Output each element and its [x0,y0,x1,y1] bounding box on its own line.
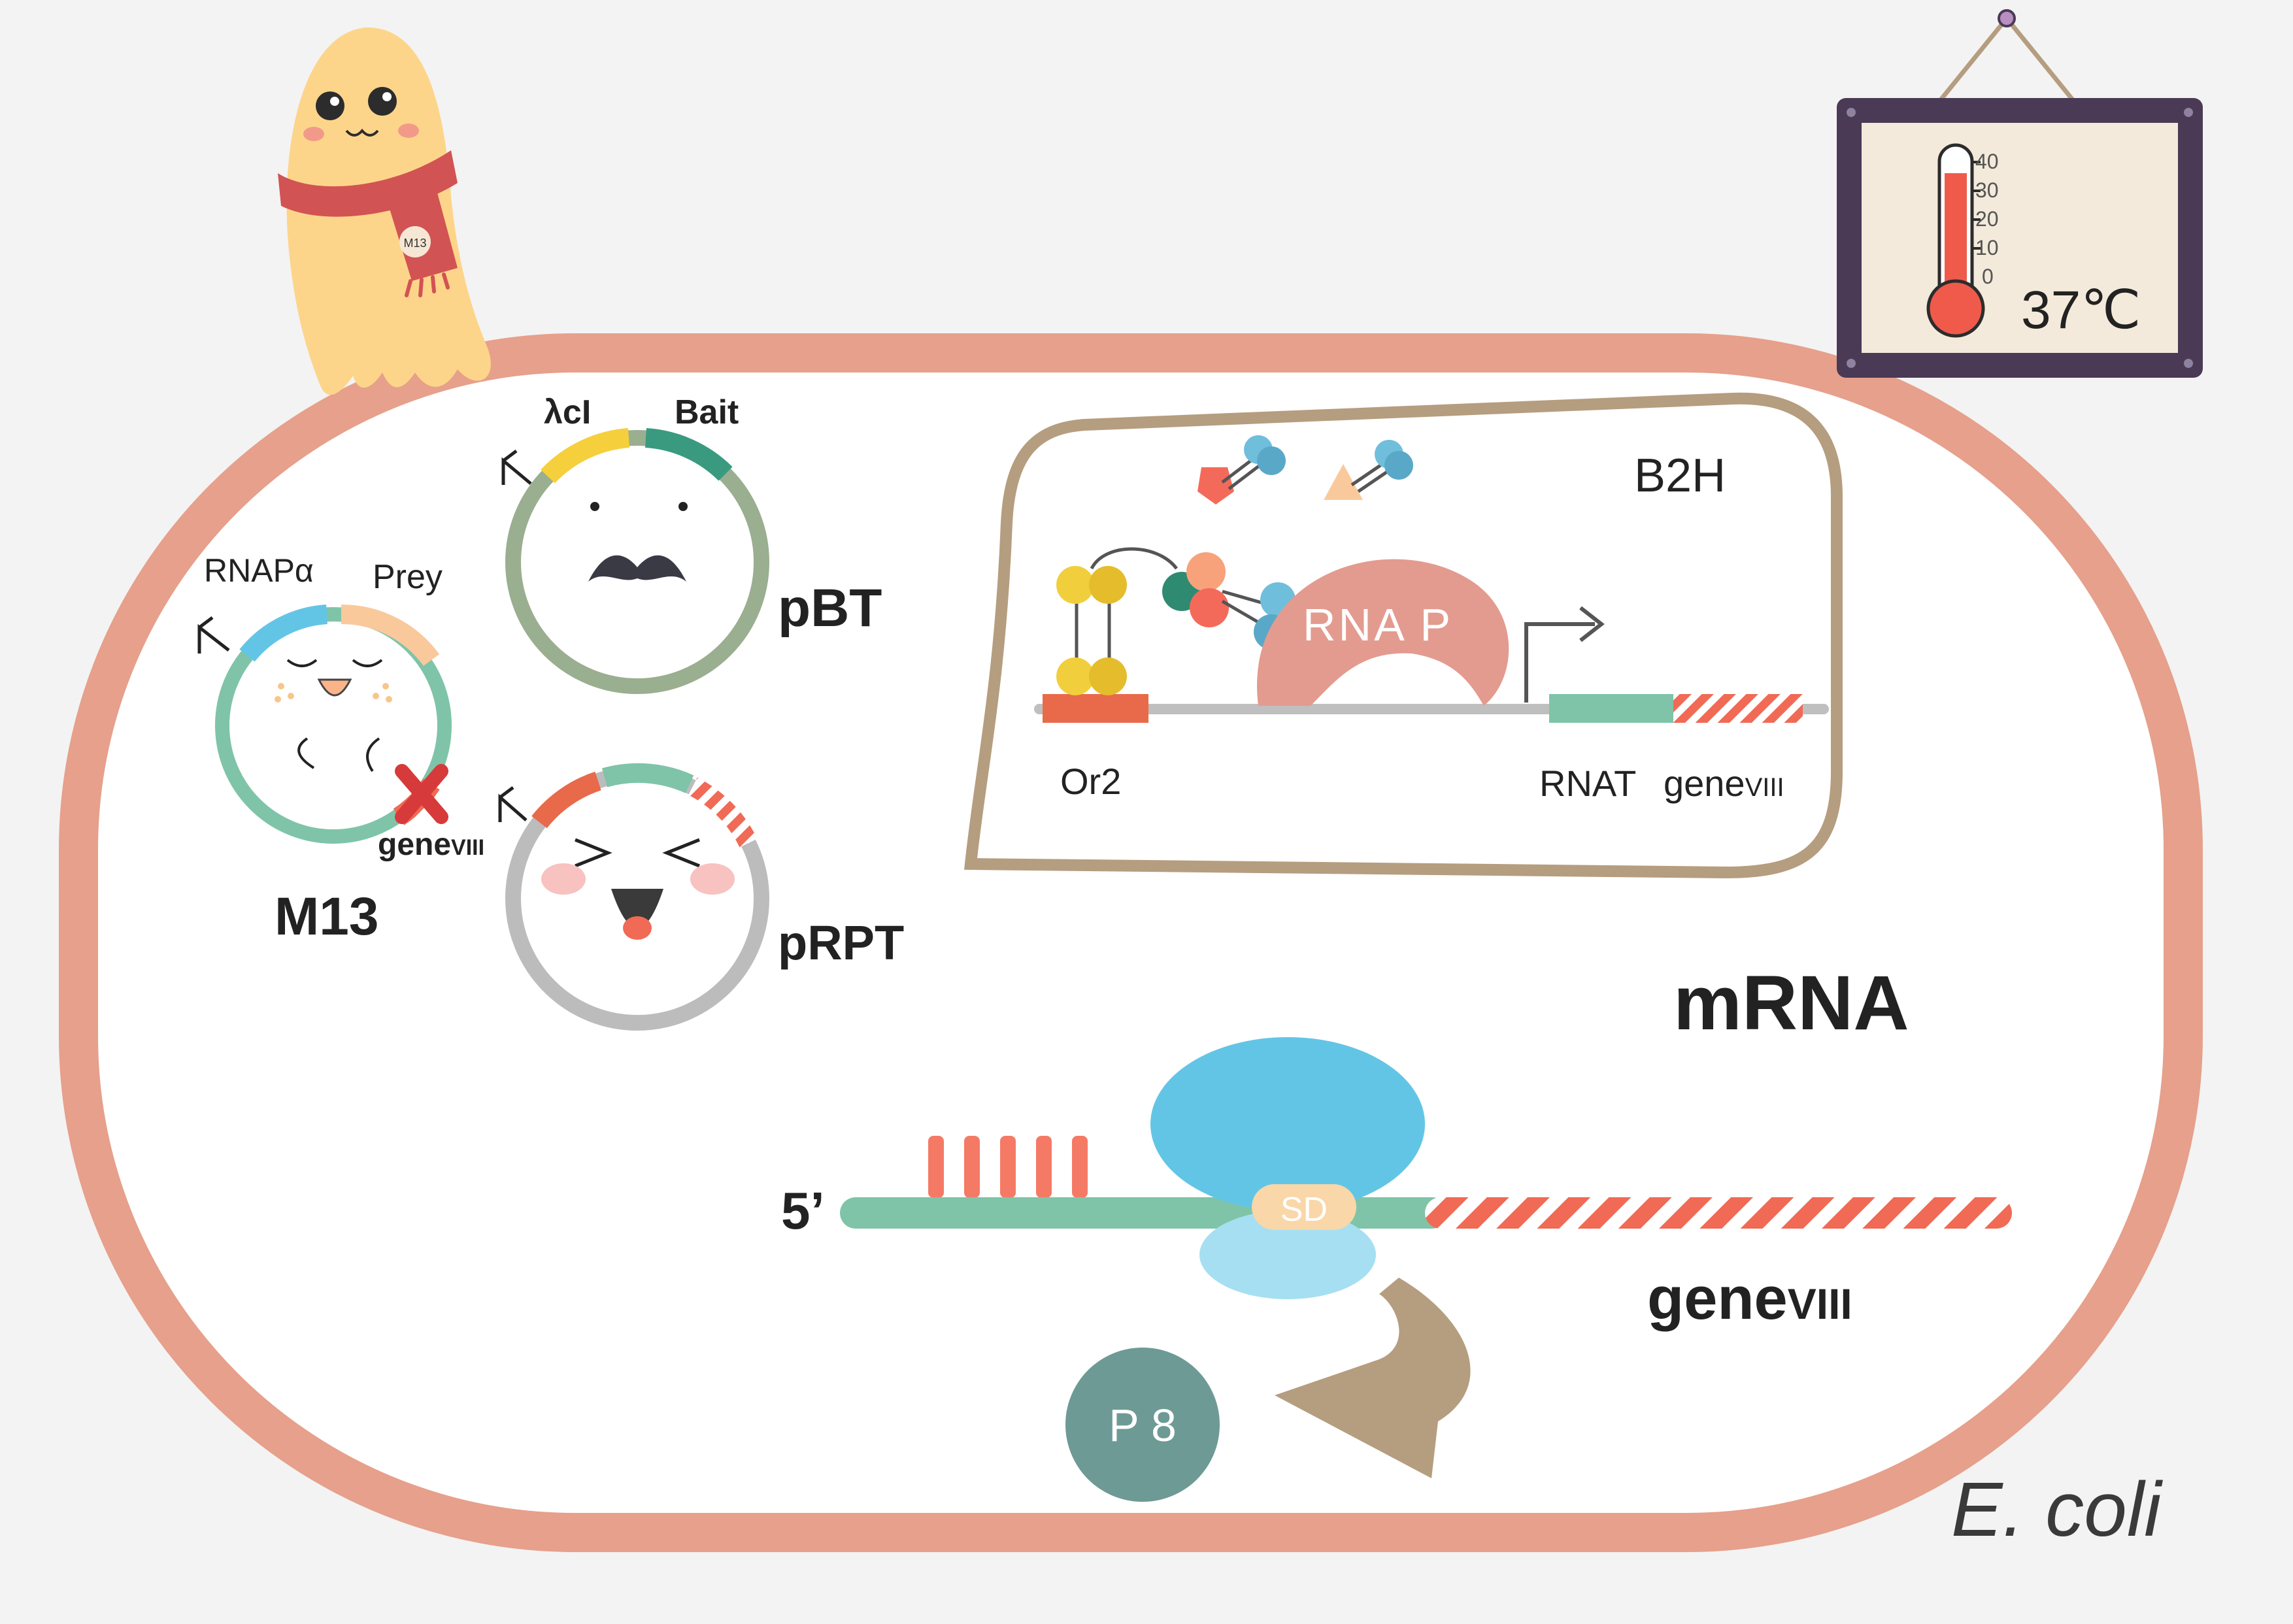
prey-label: Prey [373,558,443,596]
prpt-red-segment [531,771,601,829]
rna-polymerase [1257,559,1509,706]
prpt-gene-segment [688,777,758,848]
p8-label: P 8 [1109,1400,1177,1451]
or2-operator [1043,694,1148,723]
promoter-arrow-icon [197,616,230,654]
transcription-start-arrow-icon [1524,622,1595,703]
m13-phage-mascot: M13 [278,27,491,395]
ligand-icon [1197,435,1286,505]
mrna-label: mRNA [1673,960,1909,1046]
rnat-label: RNAT [1539,763,1636,804]
or2-label: Or2 [1060,761,1121,802]
b2h-gene-label: geneVIII [1664,763,1784,804]
five-prime-label: 5’ [781,1182,825,1240]
m13-name: M13 [275,887,379,946]
p8-protein [1065,1348,1220,1502]
rnap-alpha-label: RNAPα [204,552,314,589]
b2h-gene-viii-element [1673,694,1803,723]
plasmid-prpt: pRPT [498,763,904,1031]
thermometer-scale-10: 10 [1975,236,1999,259]
ligand-icon [1324,440,1413,500]
bait-label: Bait [675,393,739,431]
sd-label: SD [1280,1191,1328,1229]
scarf-label: M13 [403,237,426,250]
thermometer-scale-30: 30 [1975,178,1999,202]
lambda-ci-label: λcI [544,393,591,431]
promoter-arrow-icon [501,450,532,485]
temperature-label: 37℃ [2021,280,2141,340]
hanging-pin [1998,9,2016,27]
bait-segment [644,428,733,481]
plasmid-m13: RNAPα Prey geneVIII M13 [197,552,484,946]
thermometer-frame: 40 30 20 10 0 37℃ [1837,9,2203,378]
lambda-ci-dimer [1056,547,1178,695]
ribosome-large-subunit [1150,1037,1425,1211]
mrna-gene-viii [1425,1197,2012,1229]
m13-gene-label: geneVIII [378,827,484,862]
promoter-arrow-icon [498,786,527,822]
sd-sequence [1252,1184,1356,1230]
mrna-5utr [840,1197,1448,1229]
thermometer-scale-20: 20 [1975,207,1999,231]
prey-segment [341,604,440,667]
rnap-alpha-segment [239,605,328,662]
pbt-name: pBT [778,578,882,638]
plasmid-pbt: λcI Bait pBT [501,393,882,694]
rna-hairpin [928,1136,1088,1198]
mrna-gene-label: geneVIII [1647,1265,1852,1332]
translation-arrow-icon [1275,1278,1471,1478]
rnap-label: RNA P [1303,599,1453,650]
thermometer-icon [1926,143,1985,338]
b2h-title: B2H [1634,450,1726,502]
rnat-element [1549,694,1673,723]
lambda-ci-segment [541,428,630,484]
translation-section: mRNA 5’ SD geneVIII P 8 [781,960,2012,1502]
thermometer-scale-40: 40 [1975,150,1999,173]
thermometer-scale-0: 0 [1982,265,1994,288]
prpt-name: pRPT [778,916,904,970]
organism-label: E. coli [1951,1467,2163,1553]
prpt-green-segment [601,763,694,793]
scarf-badge [399,226,431,257]
ribosome-small-subunit [1199,1210,1376,1299]
b2h-panel: B2H [964,392,1843,879]
knockout-x-icon [395,764,448,824]
mustache-icon [588,555,686,582]
